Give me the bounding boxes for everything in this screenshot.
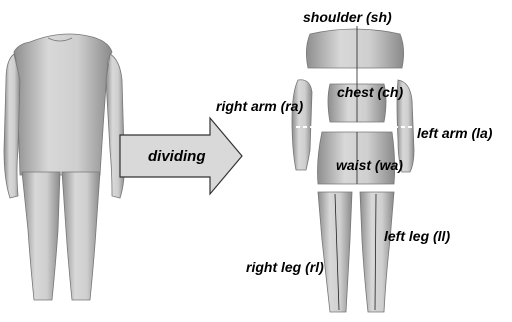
shoulder-label: shoulder (sh) [303,10,392,24]
left-leg-part [360,192,394,312]
right-leg-part [318,192,352,312]
waist-label: waist (wa) [336,158,403,172]
dividing-label: dividing [148,149,206,164]
right-arm-label: right arm (ra) [216,99,303,113]
whole-body-model [4,34,125,300]
left-arm-label: left arm (la) [417,126,492,140]
right-leg-label: right leg (rl) [246,260,324,274]
left-leg-label: left leg (ll) [384,229,450,243]
right-arm-part [292,80,312,170]
shoulder-part [306,29,403,68]
chest-label: chest (ch) [337,85,403,99]
